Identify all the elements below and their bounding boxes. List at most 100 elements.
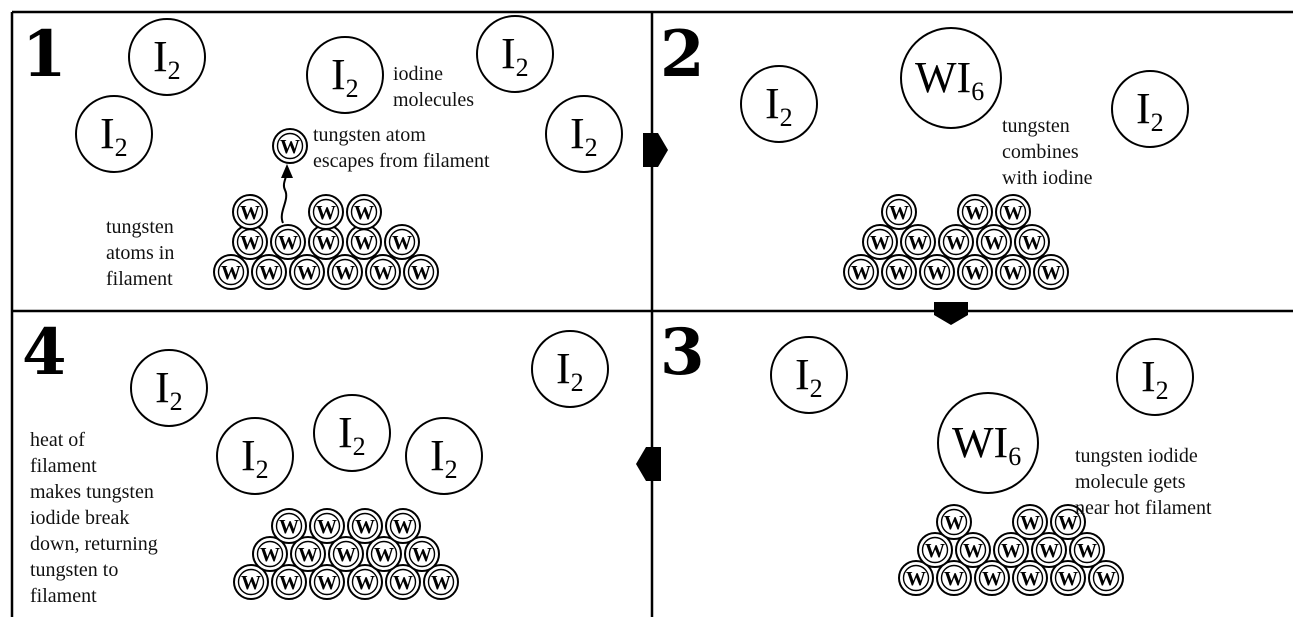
svg-text:W: W xyxy=(908,232,928,254)
svg-text:W: W xyxy=(906,568,926,590)
label-heat-of-filament: heat of filament makes tungsten iodide b… xyxy=(30,429,163,607)
tungsten-atom-icon: W xyxy=(346,224,382,260)
panel-borders xyxy=(10,10,1293,617)
svg-text:W: W xyxy=(984,232,1004,254)
svg-text:W: W xyxy=(280,136,300,158)
pentagon-arrow-icon xyxy=(643,133,668,167)
svg-text:W: W xyxy=(1096,568,1116,590)
tungsten-atom-icon: W xyxy=(365,254,401,290)
tungsten-atom-icon: W xyxy=(309,508,345,544)
tungsten-atom-icon: W xyxy=(936,504,972,540)
tungsten-atom-icon: W xyxy=(862,224,898,260)
tungsten-atom-icon: W xyxy=(384,224,420,260)
tungsten-atom-icon: W xyxy=(995,194,1031,230)
iodine-molecule-icon: I2 xyxy=(1116,338,1194,416)
molecule-formula: WI6 xyxy=(915,53,984,106)
tungsten-atom-icon: W xyxy=(843,254,879,290)
tungsten-iodide-molecule-icon: WI6 xyxy=(937,392,1039,494)
tungsten-atom-icon: W xyxy=(271,508,307,544)
svg-text:W: W xyxy=(373,262,393,284)
svg-text:W: W xyxy=(965,262,985,284)
tungsten-atom-icon: W xyxy=(270,224,306,260)
tungsten-atom-icon: W xyxy=(252,536,288,572)
svg-text:W: W xyxy=(1022,232,1042,254)
svg-text:W: W xyxy=(982,568,1002,590)
tungsten-atom-icon: W xyxy=(233,564,269,600)
svg-text:W: W xyxy=(392,232,412,254)
svg-text:W: W xyxy=(944,568,964,590)
svg-text:W: W xyxy=(1020,512,1040,534)
tungsten-atom-icon: W xyxy=(290,536,326,572)
iodine-molecule-icon: I2 xyxy=(405,417,483,495)
tungsten-atom-icon: W xyxy=(346,194,382,230)
tungsten-atom-icon: W xyxy=(1050,504,1086,540)
svg-text:W: W xyxy=(1058,568,1078,590)
panel-number-1: 1 xyxy=(22,17,67,92)
label-iodine-molecules: iodine molecules xyxy=(393,63,474,111)
tungsten-atom-icon: W xyxy=(919,254,955,290)
tungsten-atom-icon: W xyxy=(1033,254,1069,290)
tungsten-atom-icon: W xyxy=(881,194,917,230)
tungsten-atom-icon: W xyxy=(1069,532,1105,568)
pentagon-arrow-icon xyxy=(636,447,661,481)
tungsten-atom-icon: W xyxy=(1031,532,1067,568)
svg-text:W: W xyxy=(889,202,909,224)
arrowhead-icon xyxy=(281,164,293,178)
iodine-molecule-icon: I2 xyxy=(476,15,554,93)
tungsten-atom-icon: W xyxy=(308,194,344,230)
tungsten-atom-icon: W xyxy=(423,564,459,600)
svg-text:W: W xyxy=(240,202,260,224)
label-tungsten-combines: tungsten combines with iodine xyxy=(1002,115,1093,189)
molecule-formula: I2 xyxy=(241,431,269,484)
tungsten-atom-icon: W xyxy=(898,560,934,596)
svg-text:W: W xyxy=(317,516,337,538)
tungsten-atom-icon: W xyxy=(213,254,249,290)
svg-text:W: W xyxy=(1001,540,1021,562)
tungsten-atom-icon: W xyxy=(251,254,287,290)
svg-text:W: W xyxy=(354,232,374,254)
svg-text:W: W xyxy=(411,262,431,284)
svg-text:W: W xyxy=(240,232,260,254)
label-tungsten-atoms-in-filament: tungsten atoms in filament xyxy=(106,216,179,290)
tungsten-atom-icon: W xyxy=(232,194,268,230)
svg-text:W: W xyxy=(1041,262,1061,284)
tungsten-atom-icon: W xyxy=(289,254,325,290)
svg-text:W: W xyxy=(1003,262,1023,284)
svg-text:W: W xyxy=(870,232,890,254)
tungsten-atom-icon: W xyxy=(1050,560,1086,596)
svg-text:W: W xyxy=(393,572,413,594)
svg-text:W: W xyxy=(317,572,337,594)
tungsten-atom-icon: W xyxy=(328,536,364,572)
iodine-molecule-icon: I2 xyxy=(313,394,391,472)
iodine-molecule-icon: I2 xyxy=(531,330,609,408)
tungsten-atom-icon: W xyxy=(347,564,383,600)
iodine-molecule-icon: I2 xyxy=(770,336,848,414)
svg-text:W: W xyxy=(431,572,451,594)
tungsten-atom-icon: W xyxy=(995,254,1031,290)
svg-text:W: W xyxy=(1077,540,1097,562)
svg-text:W: W xyxy=(965,202,985,224)
tungsten-atom-icon: W xyxy=(1014,224,1050,260)
iodine-molecule-icon: I2 xyxy=(740,65,818,143)
svg-text:W: W xyxy=(298,544,318,566)
svg-text:W: W xyxy=(259,262,279,284)
pentagon-arrow-icon xyxy=(934,302,968,325)
label-tungsten-iodide-near: tungsten iodide molecule gets near hot f… xyxy=(1075,445,1212,519)
svg-text:W: W xyxy=(336,544,356,566)
svg-text:W: W xyxy=(335,262,355,284)
svg-text:W: W xyxy=(1039,540,1059,562)
svg-text:W: W xyxy=(297,262,317,284)
tungsten-atom-icon: W xyxy=(955,532,991,568)
molecule-formula: I2 xyxy=(1136,84,1164,137)
iodine-molecule-icon: I2 xyxy=(128,18,206,96)
svg-text:W: W xyxy=(1058,512,1078,534)
iodine-molecule-icon: I2 xyxy=(216,417,294,495)
tungsten-atom-icon: W xyxy=(232,224,268,260)
tungsten-atom-icon: W xyxy=(272,128,308,164)
tungsten-atom-icon: W xyxy=(404,536,440,572)
tungsten-atom-icon: W xyxy=(347,508,383,544)
tungsten-atom-icon: W xyxy=(957,194,993,230)
svg-text:W: W xyxy=(1003,202,1023,224)
svg-text:W: W xyxy=(851,262,871,284)
